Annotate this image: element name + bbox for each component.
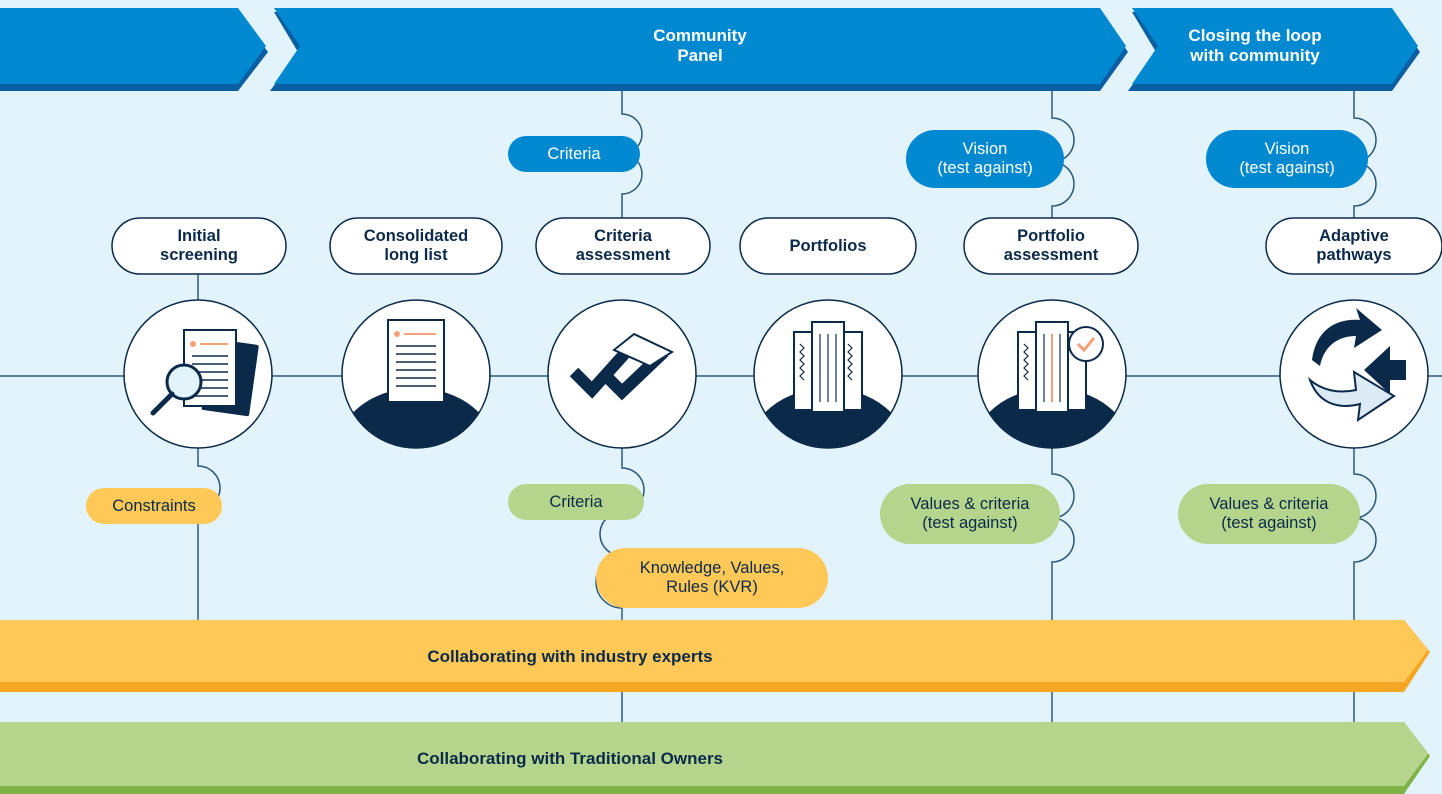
document-magnifier-icon [123, 299, 273, 449]
step-pill-portfolio-assessment [963, 217, 1139, 275]
bottom-tag-values-criteria-2: Values & criteria (test against) [1209, 495, 1329, 532]
step-title-portfolios: Portfolios [789, 236, 867, 255]
banner-start [0, 8, 268, 91]
step-pill-initial-screening [111, 217, 287, 275]
step-title-criteria-assessment: Criteria assessment [575, 227, 671, 264]
bottom-tag-constraints: Constraints [112, 496, 196, 515]
step-pill-adaptive-pathways [1265, 217, 1442, 275]
bottom-tag-values-criteria-1-pill [880, 484, 1060, 544]
double-check-icon [547, 299, 697, 449]
step-title-consolidated-long-list: Consolidated long list [363, 227, 469, 264]
step-pill-consolidated-long-list [329, 217, 503, 275]
top-tag-criteria: Criteria [547, 144, 601, 163]
folders-check-icon [977, 299, 1127, 449]
step-pill-portfolios [739, 217, 917, 275]
top-tag-vision-2: Vision (test against) [1239, 140, 1335, 177]
step-title-initial-screening: Initial screening [160, 227, 238, 264]
top-tag-vision-1-pill [906, 130, 1064, 188]
banner-community-panel-title: Community Panel [653, 26, 747, 65]
band-industry-experts [0, 620, 1430, 692]
top-tag-vision-2-pill [1206, 130, 1368, 188]
banner-closing-loop-title: Closing the loop with community [1188, 26, 1322, 65]
top-tag-criteria-pill [508, 136, 640, 172]
band-traditional-owners-title: Collaborating with Traditional Owners [416, 749, 724, 769]
step-title-adaptive-pathways: Adaptive pathways [1316, 227, 1392, 264]
band-traditional-owners [0, 722, 1430, 794]
bottom-tag-values-criteria-1: Values & criteria (test against) [910, 495, 1030, 532]
bottom-tag-kvr-pill [596, 548, 828, 608]
step-pill-criteria-assessment [535, 217, 711, 275]
document-list-icon [341, 299, 491, 449]
branching-arrows-icon [1279, 299, 1429, 449]
bottom-tag-criteria: Criteria [549, 492, 603, 511]
bottom-tag-constraints-pill [86, 488, 222, 524]
step-title-portfolio-assessment: Portfolio assessment [1003, 227, 1099, 264]
band-industry-experts-title: Collaborating with industry experts [427, 647, 713, 667]
bottom-tag-criteria-pill [508, 484, 644, 520]
bottom-tag-kvr: Knowledge, Values, Rules (KVR) [639, 559, 785, 596]
banner-community-panel [270, 8, 1128, 91]
bottom-tag-values-criteria-2-pill [1178, 484, 1360, 544]
top-tag-vision-1: Vision (test against) [937, 140, 1033, 177]
banner-closing-loop [1128, 8, 1420, 91]
folders-icon [753, 299, 903, 449]
